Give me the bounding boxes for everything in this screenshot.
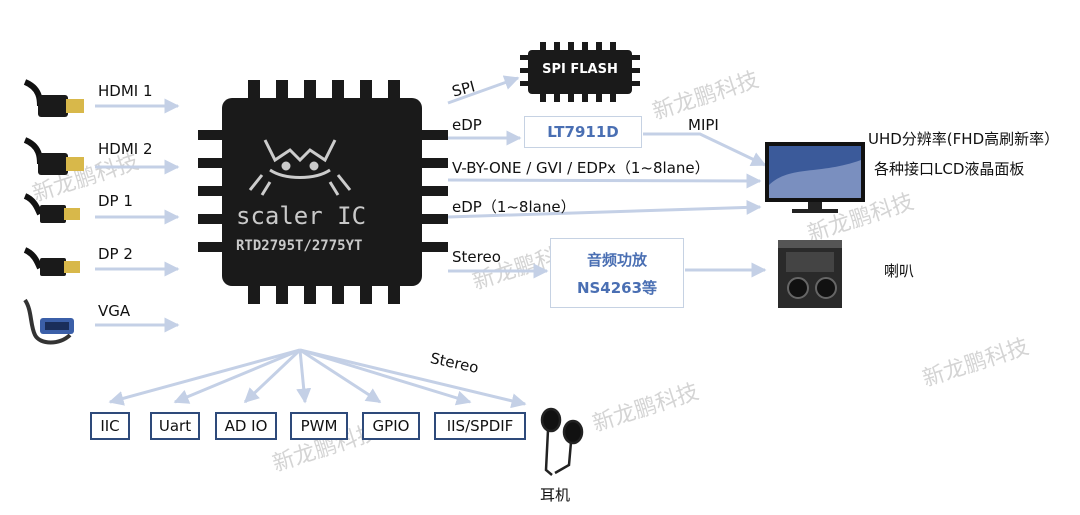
arrow-iic	[108, 348, 301, 406]
monitor-label-line2: 各种接口LCD液晶面板	[874, 160, 1025, 178]
iic-box: IIC	[90, 412, 130, 440]
hdmi-cable-icon	[23, 79, 84, 117]
hdmi-cable-icon	[23, 137, 84, 175]
input-label-vga: VGA	[98, 302, 131, 320]
arrow-spi	[447, 75, 520, 105]
vbyone-label: V-BY-ONE / GVI / EDPx（1~8lane）	[452, 159, 710, 177]
lt7911d-label: LT7911D	[547, 123, 619, 141]
earphone-icon	[540, 407, 584, 476]
amplifier-line2: NS4263等	[576, 279, 658, 297]
arrow-pwm	[296, 349, 312, 404]
stereo-label: Stereo	[452, 248, 501, 266]
uart-box: Uart	[150, 412, 200, 440]
arrow-mipi	[643, 132, 767, 167]
input-label-hdmi2: HDMI 2	[98, 140, 153, 158]
speaker-icon	[778, 240, 842, 308]
spi-flash-chip-icon	[520, 42, 640, 102]
edp2-label: eDP（1~8lane）	[452, 198, 576, 216]
arrow-uart	[173, 348, 301, 404]
arrow-vbyone	[447, 173, 762, 189]
adio-box: AD IO	[215, 412, 277, 440]
arrow-iis	[299, 348, 472, 406]
iis-spdif-box: IIS/SPDIF	[434, 412, 526, 440]
chip-name: scaler IC	[236, 202, 367, 230]
displayport-cable-icon	[23, 247, 80, 276]
speaker-label: 喇叭	[884, 262, 915, 280]
realtek-crab-logo-icon	[248, 139, 352, 196]
scaler-chip-icon	[198, 80, 448, 304]
monitor-icon	[765, 142, 865, 213]
amplifier-line1: 音频功放	[586, 251, 647, 269]
pwm-box: PWM	[290, 412, 348, 440]
earphone-label: 耳机	[540, 486, 571, 504]
input-label-hdmi1: HDMI 1	[98, 82, 153, 100]
vga-cable-icon	[23, 298, 74, 345]
input-label-dp2: DP 2	[98, 245, 133, 263]
amplifier-box: 音频功放 NS4263等	[550, 238, 684, 308]
arrow-adio	[243, 348, 302, 404]
arrow-gpio	[299, 348, 382, 404]
displayport-cable-icon	[23, 193, 80, 223]
gpio-box: GPIO	[362, 412, 420, 440]
input-label-dp1: DP 1	[98, 192, 133, 210]
arrow-edp2	[447, 199, 762, 219]
spi-flash-label: SPI FLASH	[542, 62, 618, 77]
edp-label: eDP	[452, 116, 482, 134]
chip-model: RTD2795T/2775YT	[236, 238, 363, 254]
monitor-label-line1: UHD分辨率(FHD高刷新率）	[868, 130, 1060, 148]
arrow-earphone	[299, 348, 527, 409]
mipi-label: MIPI	[688, 116, 719, 134]
lt7911d-box: LT7911D	[524, 116, 642, 148]
